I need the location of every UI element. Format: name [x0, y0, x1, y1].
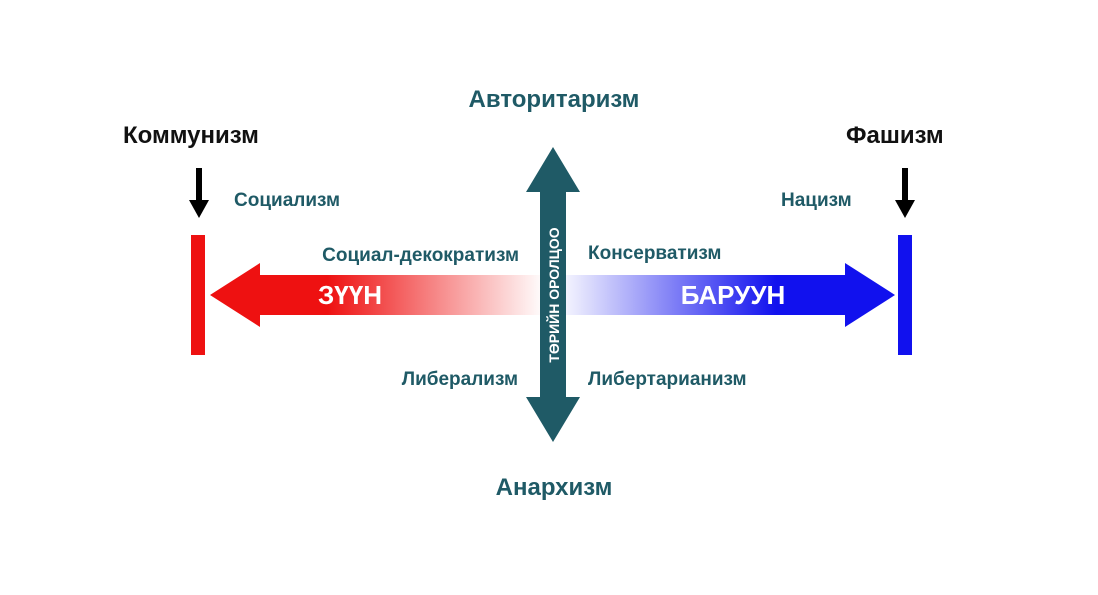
down-arrow-left-icon: [189, 168, 209, 218]
down-arrow-right-icon: [895, 168, 915, 218]
label-social-democratism: Социал-декократизм: [322, 245, 519, 266]
label-anarchism: Анархизм: [495, 474, 613, 501]
label-libertarianism: Либертарианизм: [588, 369, 747, 390]
right-arrow-shape: [555, 263, 895, 327]
label-liberalism: Либерализм: [401, 369, 518, 390]
label-authoritarianism: Авторитаризм: [468, 86, 640, 113]
label-nazism: Нацизм: [781, 190, 852, 211]
right-arrow-label: БАРУУН: [681, 280, 786, 310]
label-socialism: Социализм: [234, 190, 341, 211]
label-communism: Коммунизм: [123, 122, 259, 149]
right-end-bar: [898, 235, 912, 355]
label-fascism: Фашизм: [846, 122, 944, 149]
left-arrow-label: ЗҮҮН: [318, 280, 382, 310]
left-arrow-shape: [210, 263, 545, 327]
left-end-bar: [191, 235, 205, 355]
vertical-arrow-label: ТӨРИЙН ОРОЛЦОО: [545, 227, 562, 362]
vertical-arrow-shape: [526, 147, 580, 442]
label-conservatism: Консерватизм: [588, 243, 722, 264]
